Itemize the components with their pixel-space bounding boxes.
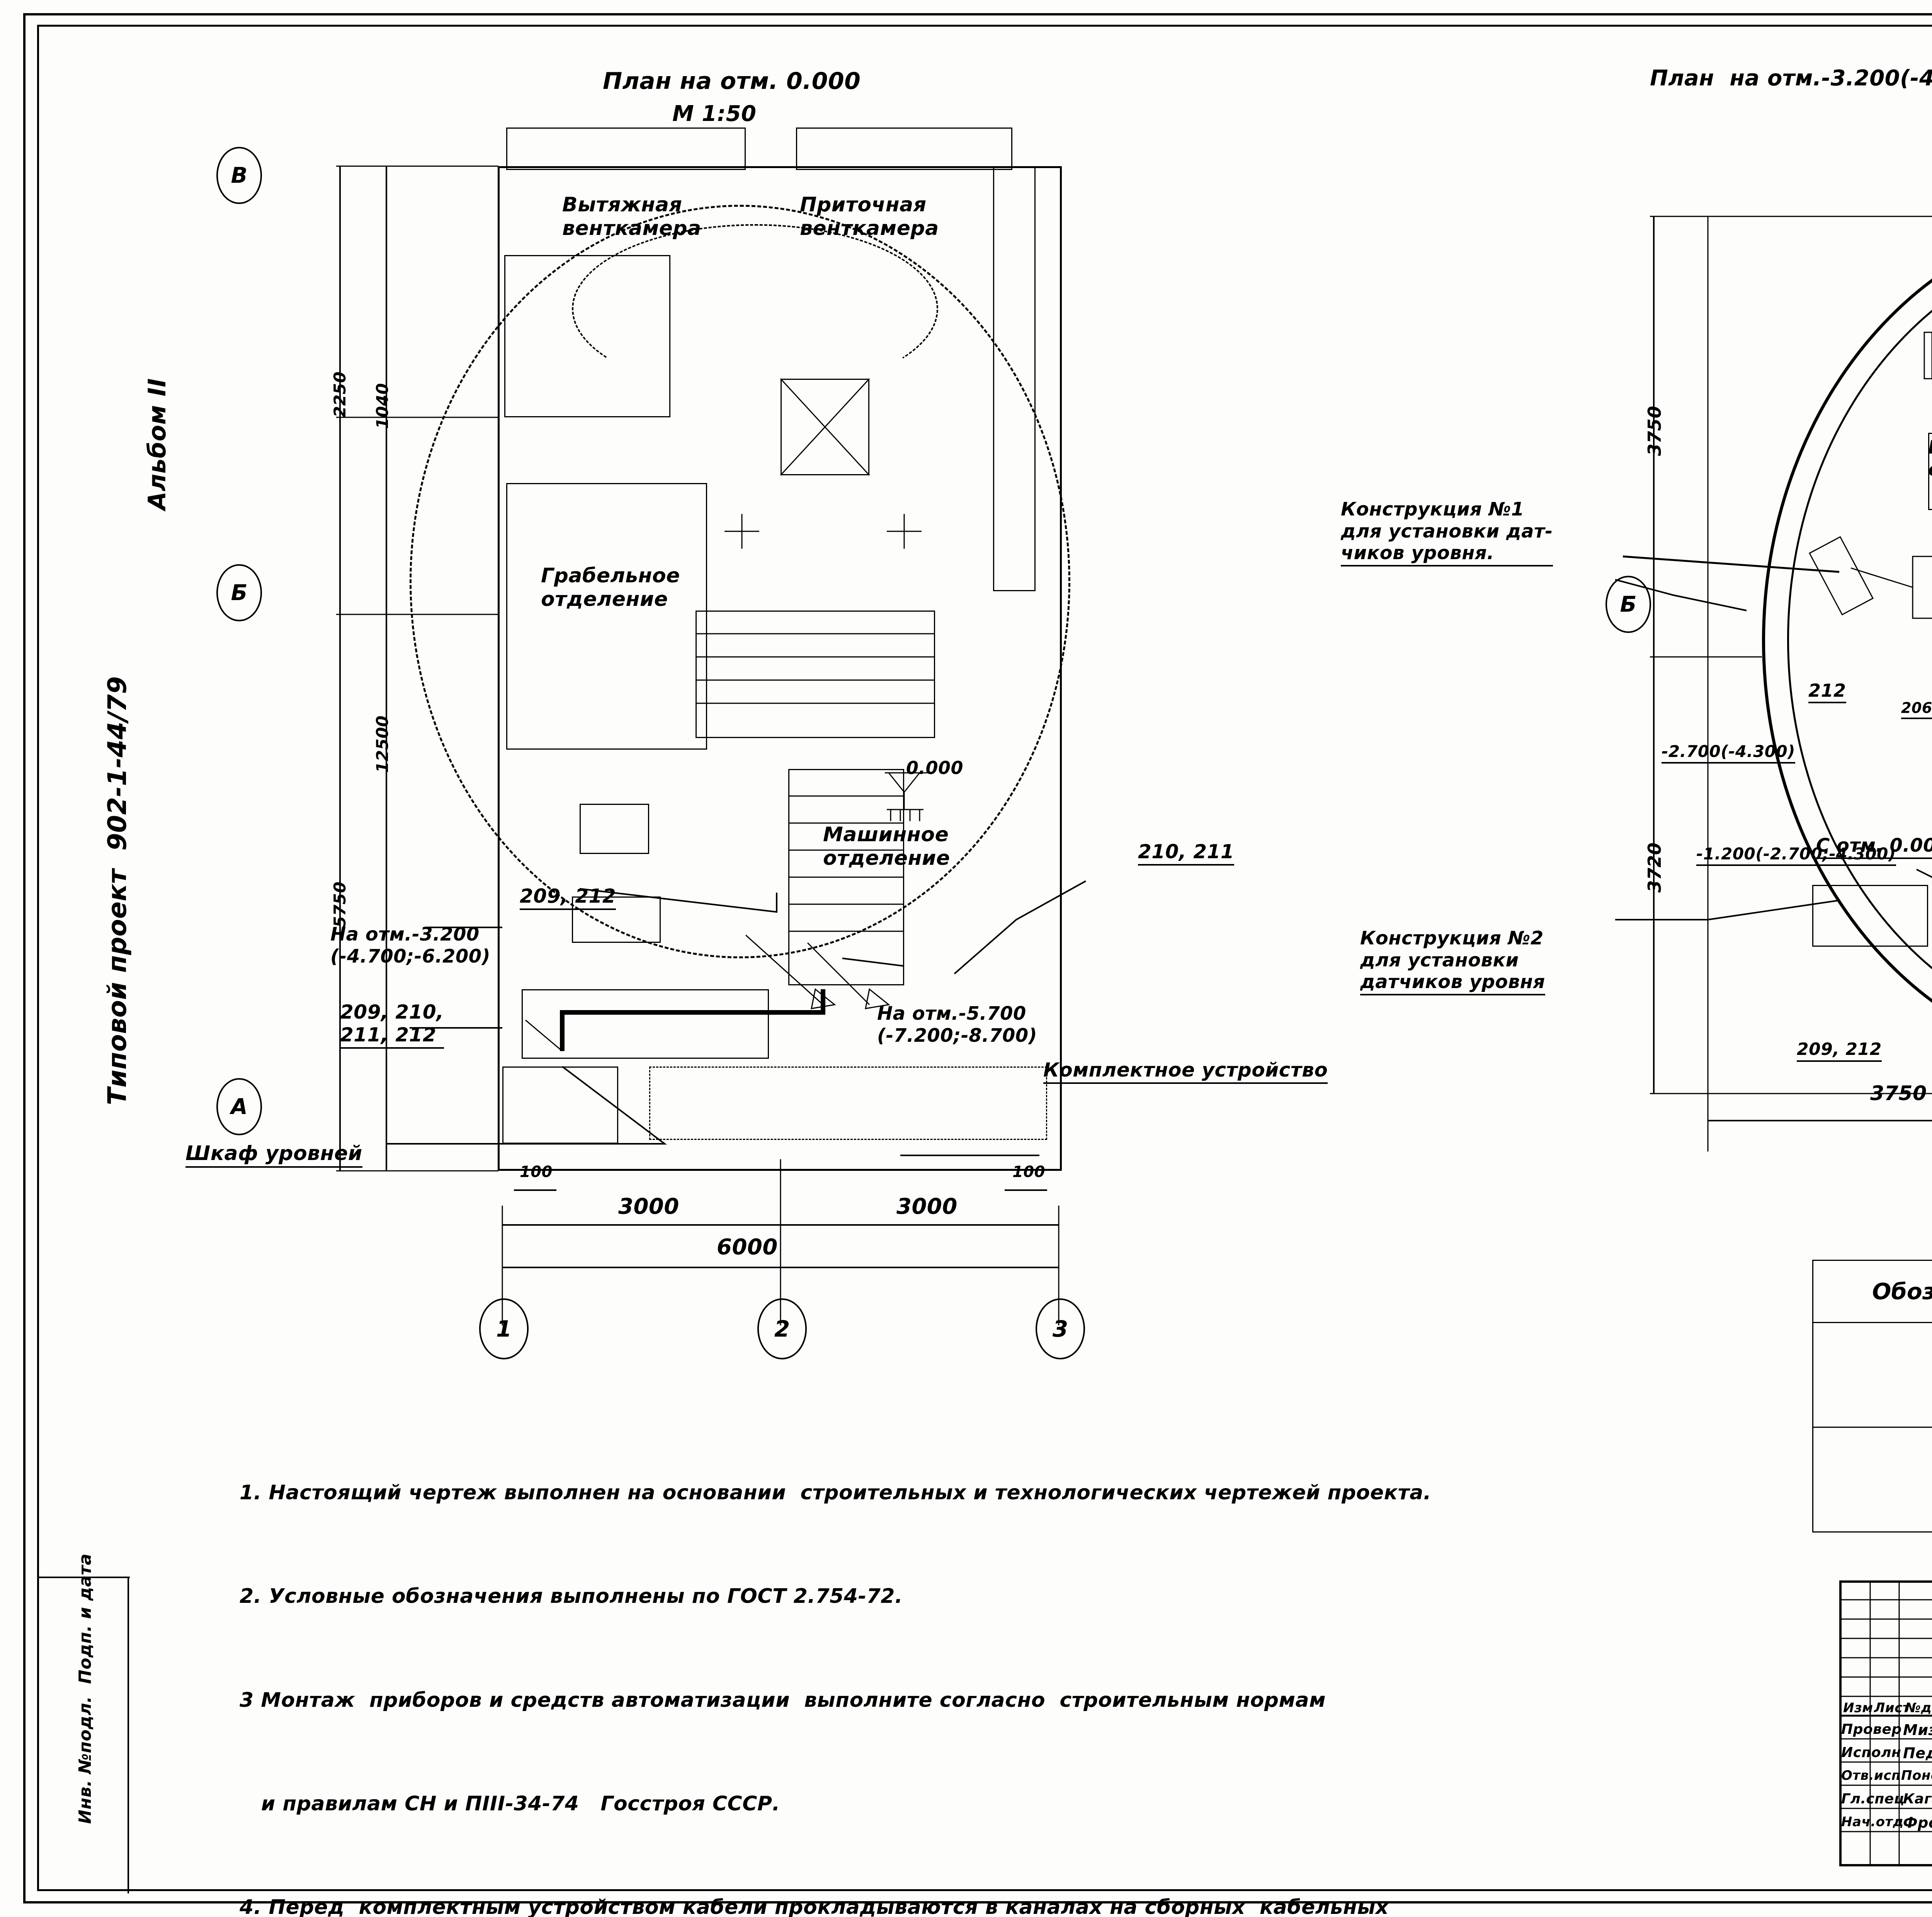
axis-bubble-v3: А <box>216 1078 262 1135</box>
dim-offset-right: 100 <box>1012 1163 1045 1181</box>
legend-header-symbol: Обозначение <box>1812 1260 1932 1323</box>
sheet-frame-inner <box>37 25 1932 1891</box>
left-plan-panel-dashed <box>649 1067 1047 1140</box>
callout-209-212: 209, 212 <box>520 885 616 910</box>
callout-212-right: 212 <box>1808 680 1846 704</box>
left-plan-fixture-2 <box>572 896 661 943</box>
sig-name-0: Мизяк <box>1903 1721 1932 1738</box>
axis-bubble-v2: Б <box>216 564 262 621</box>
dim-bay-right: 3000 <box>896 1194 957 1219</box>
note-2: 2. Условные обозначения выполнены по ГОС… <box>240 1585 903 1608</box>
legend-header-row: Обозначение Наименование <box>1812 1260 1932 1323</box>
sig-role-1: Исполн <box>1841 1745 1901 1761</box>
left-plan-stair-1 <box>696 611 935 738</box>
left-plan-arc-detail <box>572 224 938 393</box>
left-plan-room-box-1 <box>506 128 746 170</box>
left-plan-title: План на отм. 0.000 <box>603 68 861 95</box>
note-3: 3 Монтаж приборов и средств автоматизаци… <box>240 1688 1326 1712</box>
sig-role-3: Гл.спец <box>1841 1791 1905 1807</box>
sheet-frame-outer <box>23 13 1932 1903</box>
notes-text: 1. Настоящий чертеж выполнен на основани… <box>240 1407 1777 1917</box>
sig-name-4: Фролов <box>1903 1814 1932 1831</box>
left-plan-shaft <box>993 166 1036 591</box>
left-plan-tank-outline <box>410 205 1070 958</box>
axis-bubble-h2: 2 <box>757 1298 807 1359</box>
left-plan-room-label-1: Вытяжная венткамера <box>562 193 701 240</box>
margin-divider-2 <box>37 1577 130 1578</box>
callout-konstrukciya-1: Конструкция №1 для установки дат- чиков … <box>1341 498 1553 566</box>
callout-complete-device: Комплектное устройство <box>1043 1059 1328 1084</box>
callout-s-otm-0000-a: С отм. 0.000 <box>1816 835 1932 859</box>
right-dim-left-half: 3750 <box>1870 1082 1927 1105</box>
rev-header-izm: Изм <box>1843 1700 1873 1716</box>
sig-role-0: Провер <box>1841 1721 1902 1737</box>
left-plan-scale: М 1:50 <box>672 101 757 126</box>
right-plan-room-label-1: Грабельное отделение <box>1928 437 1932 480</box>
left-plan-room-box-4 <box>506 483 707 750</box>
left-plan-level-mark: 0.000 <box>906 757 964 778</box>
right-plan-equip-box <box>1928 433 1932 510</box>
legend-table: Обозначение Наименование Отборное устрой… <box>1812 1260 1932 1533</box>
legend-row-1: Отборное устройство <box>1812 1322 1932 1428</box>
callout-level-1200: -1.200(-2.700;-4.300) <box>1696 844 1896 866</box>
legend-symbol-dot-cell <box>1812 1322 1932 1428</box>
margin-divider <box>128 1577 129 1893</box>
axis-bubble-v1: В <box>216 147 262 204</box>
callout-210-211: 210, 211 <box>1138 840 1235 866</box>
callout-level-3200: На отм.-3.200 (-4.700;-6.200) <box>330 924 491 967</box>
legend-symbol-rect-cell <box>1812 1427 1932 1533</box>
axis-bubble-h1: 1 <box>479 1298 529 1359</box>
left-plan-room-box-2 <box>796 128 1012 170</box>
title-block-frame <box>1839 1580 1932 1866</box>
right-plan-title: План на отм.-3.200(-4.700; -6.200) и -5.… <box>1650 66 1932 91</box>
left-plan-fixture-1 <box>580 804 649 854</box>
right-plan-panel <box>1812 885 1928 947</box>
left-plan-building-outline <box>498 166 1062 1171</box>
sig-role-2: Отв.исп <box>1841 1768 1901 1783</box>
tag-212-plan: 206 <box>1901 699 1932 719</box>
note-4: 4. Перед комплектным устройством кабели … <box>240 1896 1389 1917</box>
notes-block: 1. Настоящий чертеж выполнен на основани… <box>240 1407 1777 1917</box>
sig-role-4: Нач.отд <box>1841 1814 1904 1830</box>
right-axis-bubble-b: Б <box>1605 576 1651 633</box>
left-plan-panel-1 <box>522 989 769 1059</box>
note-1: 1. Настоящий чертеж выполнен на основани… <box>240 1481 1431 1504</box>
dim-bay-left: 3000 <box>618 1194 679 1219</box>
callout-209-212-right: 209, 212 <box>1797 1039 1882 1062</box>
legend-row-2: Прибор, устанавливаемый вне щитов <box>1812 1427 1932 1533</box>
sig-name-3: Кагаров <box>1903 1791 1932 1807</box>
axis-bubble-h3: 3 <box>1036 1298 1085 1359</box>
left-plan-room-label-2: Приточная венткамера <box>800 193 939 240</box>
sig-name-2: Пономарев <box>1901 1768 1932 1783</box>
callout-level-2700: -2.700(-4.300) <box>1662 742 1795 764</box>
dim-total: 6000 <box>717 1235 778 1260</box>
sig-name-1: Педан <box>1903 1745 1932 1762</box>
note-3-cont: и правилам СН и ПІІІ-34-74 Госстроя СССР… <box>240 1792 780 1815</box>
dim-offset-left: 100 <box>520 1163 553 1181</box>
callout-level-cabinet: Шкаф уровней <box>185 1142 362 1168</box>
rev-header-doc: №докум <box>1905 1700 1932 1716</box>
rev-header-list: Лист <box>1874 1700 1910 1716</box>
left-plan-room-box-3 <box>504 255 670 417</box>
callout-209-212-group: 209, 210, 211, 212 <box>340 1001 444 1049</box>
callout-konstrukciya-2: Конструкция №2 для установки датчиков ур… <box>1360 927 1545 995</box>
left-plan-room-label-3: Грабельное отделение <box>541 564 680 611</box>
left-plan-equip-1 <box>781 379 869 475</box>
callout-level-5700: На отм.-5.700 (-7.200;-8.700) <box>877 1003 1037 1046</box>
